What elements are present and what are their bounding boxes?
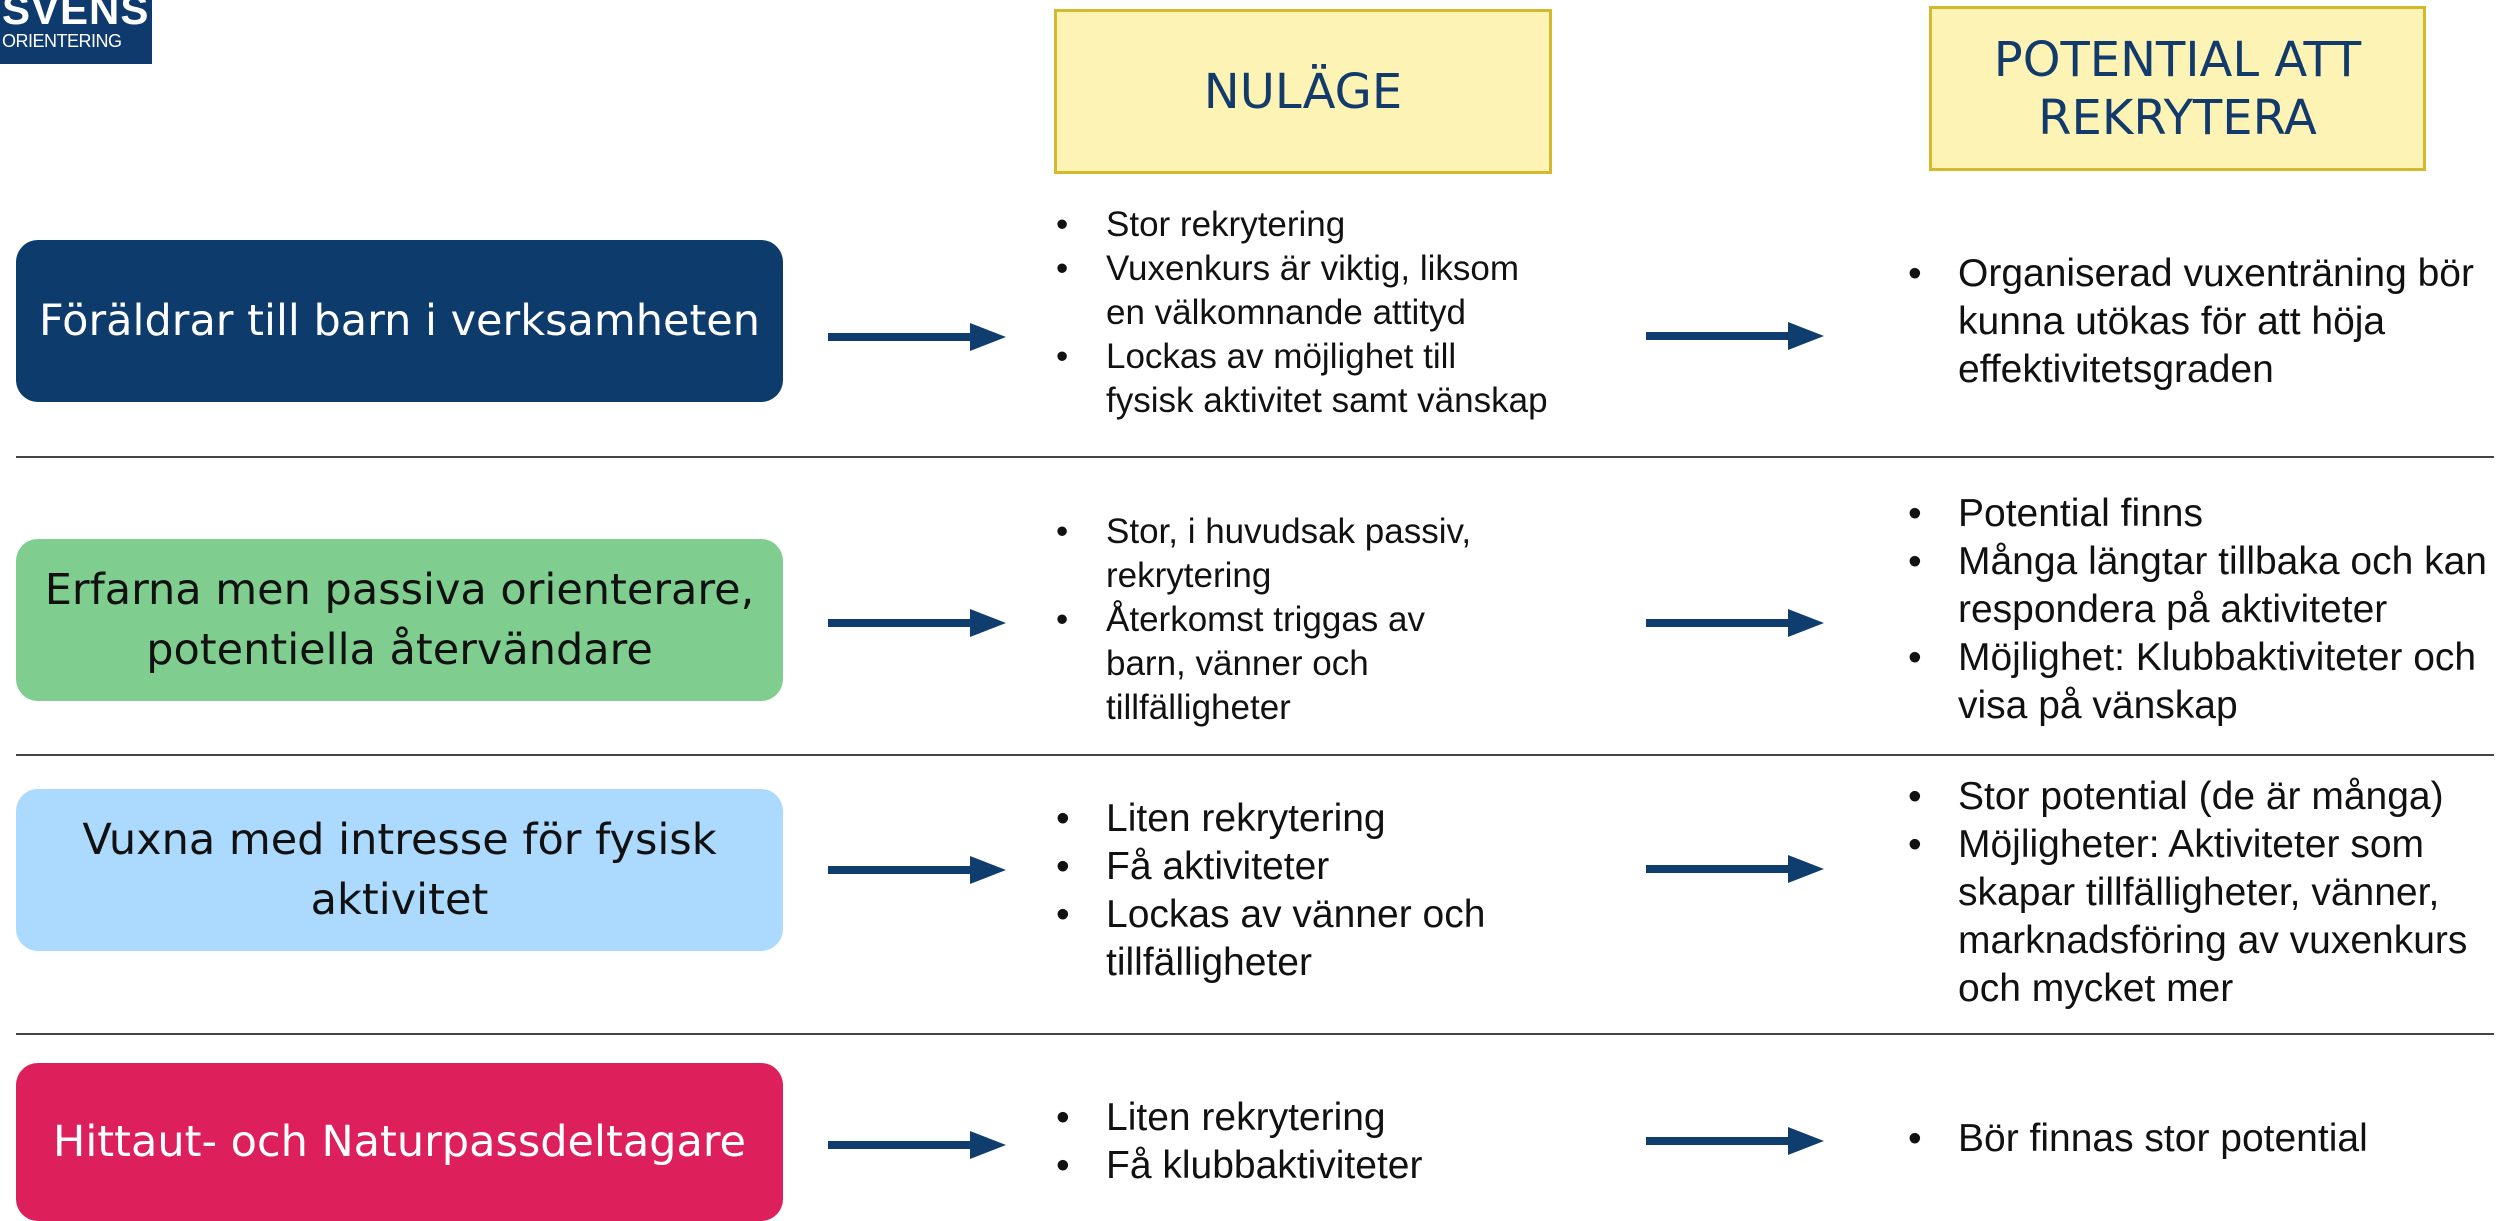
list-item: Lockas av möjlighet till fysisk aktivite… (1054, 335, 1548, 423)
list-item: Stor rekrytering (1054, 203, 1548, 247)
list-item: Bör finnas stor potential (1906, 1115, 2368, 1163)
header-potential-text: POTENTIAL ATT REKRYTERA (1993, 31, 2362, 146)
list-item: Vuxenkurs är viktig, liksom en välkomnan… (1054, 247, 1548, 335)
list-item: Potential finns (1906, 490, 2487, 538)
nulage-list-row3: Liten rekrytering Få aktiviteter Lockas … (1054, 795, 1485, 987)
list-item: Många längtar tillbaka och kan responder… (1906, 538, 2487, 634)
potential-list-row1: Organiserad vuxenträning bör kunna utöka… (1906, 250, 2474, 394)
nulage-list-row2: Stor, i huvudsak passiv, rekrytering Åte… (1054, 510, 1471, 730)
header-potential: POTENTIAL ATT REKRYTERA (1929, 6, 2426, 171)
arrow-right-icon (1646, 606, 1826, 640)
list-item: Liten rekrytering (1054, 1094, 1422, 1142)
category-box-erfarna: Erfarna men passiva orienterare, potenti… (16, 539, 783, 701)
header-nulage: NULÄGE (1054, 9, 1552, 174)
category-label: Vuxna med intresse för fysisk aktivitet (82, 815, 717, 925)
category-box-foraldrar: Föräldrar till barn i verksamheten (16, 240, 783, 402)
arrow-right-icon (828, 320, 1008, 354)
category-label: Erfarna men passiva orienterare, potenti… (44, 565, 755, 675)
potential-list-row2: Potential finns Många längtar tillbaka o… (1906, 490, 2487, 730)
row-divider (16, 1033, 2494, 1035)
category-label: Föräldrar till barn i verksamheten (38, 296, 761, 346)
list-item: Få klubbaktiviteter (1054, 1142, 1422, 1190)
arrow-right-icon (828, 853, 1008, 887)
logo-line1: SVENSK (2, 0, 152, 33)
arrow-right-icon (828, 606, 1008, 640)
logo-line2: ORIENTERING (2, 31, 122, 51)
header-nulage-text: NULÄGE (1203, 63, 1403, 120)
category-box-hittaut: Hittaut- och Naturpassdeltagare (16, 1063, 783, 1221)
list-item: Stor, i huvudsak passiv, rekrytering (1054, 510, 1471, 598)
category-box-vuxna: Vuxna med intresse för fysisk aktivitet (16, 789, 783, 951)
list-item: Lockas av vänner och tillfälligheter (1054, 891, 1485, 987)
list-item: Stor potential (de är många) (1906, 773, 2467, 821)
category-label: Hittaut- och Naturpassdeltagare (52, 1117, 747, 1167)
arrow-right-icon (1646, 319, 1826, 353)
list-item: Återkomst triggas av barn, vänner och ti… (1054, 598, 1471, 730)
list-item: Organiserad vuxenträning bör kunna utöka… (1906, 250, 2474, 394)
list-item: Liten rekrytering (1054, 795, 1485, 843)
row-divider (16, 456, 2494, 458)
arrow-right-icon (1646, 852, 1826, 886)
arrow-right-icon (1646, 1124, 1826, 1158)
row-divider (16, 754, 2494, 756)
nulage-list-row1: Stor rekrytering Vuxenkurs är viktig, li… (1054, 203, 1548, 423)
potential-list-row3: Stor potential (de är många) Möjligheter… (1906, 773, 2467, 1013)
svensk-orientering-logo: SVENSK ORIENTERING (0, 0, 152, 64)
list-item: Möjlighet: Klubbaktiviteter och visa på … (1906, 634, 2487, 730)
list-item: Få aktiviteter (1054, 843, 1485, 891)
nulage-list-row4: Liten rekrytering Få klubbaktiviteter (1054, 1094, 1422, 1190)
potential-list-row4: Bör finnas stor potential (1906, 1115, 2368, 1163)
list-item: Möjligheter: Aktiviteter som skapar till… (1906, 821, 2467, 1013)
arrow-right-icon (828, 1128, 1008, 1162)
